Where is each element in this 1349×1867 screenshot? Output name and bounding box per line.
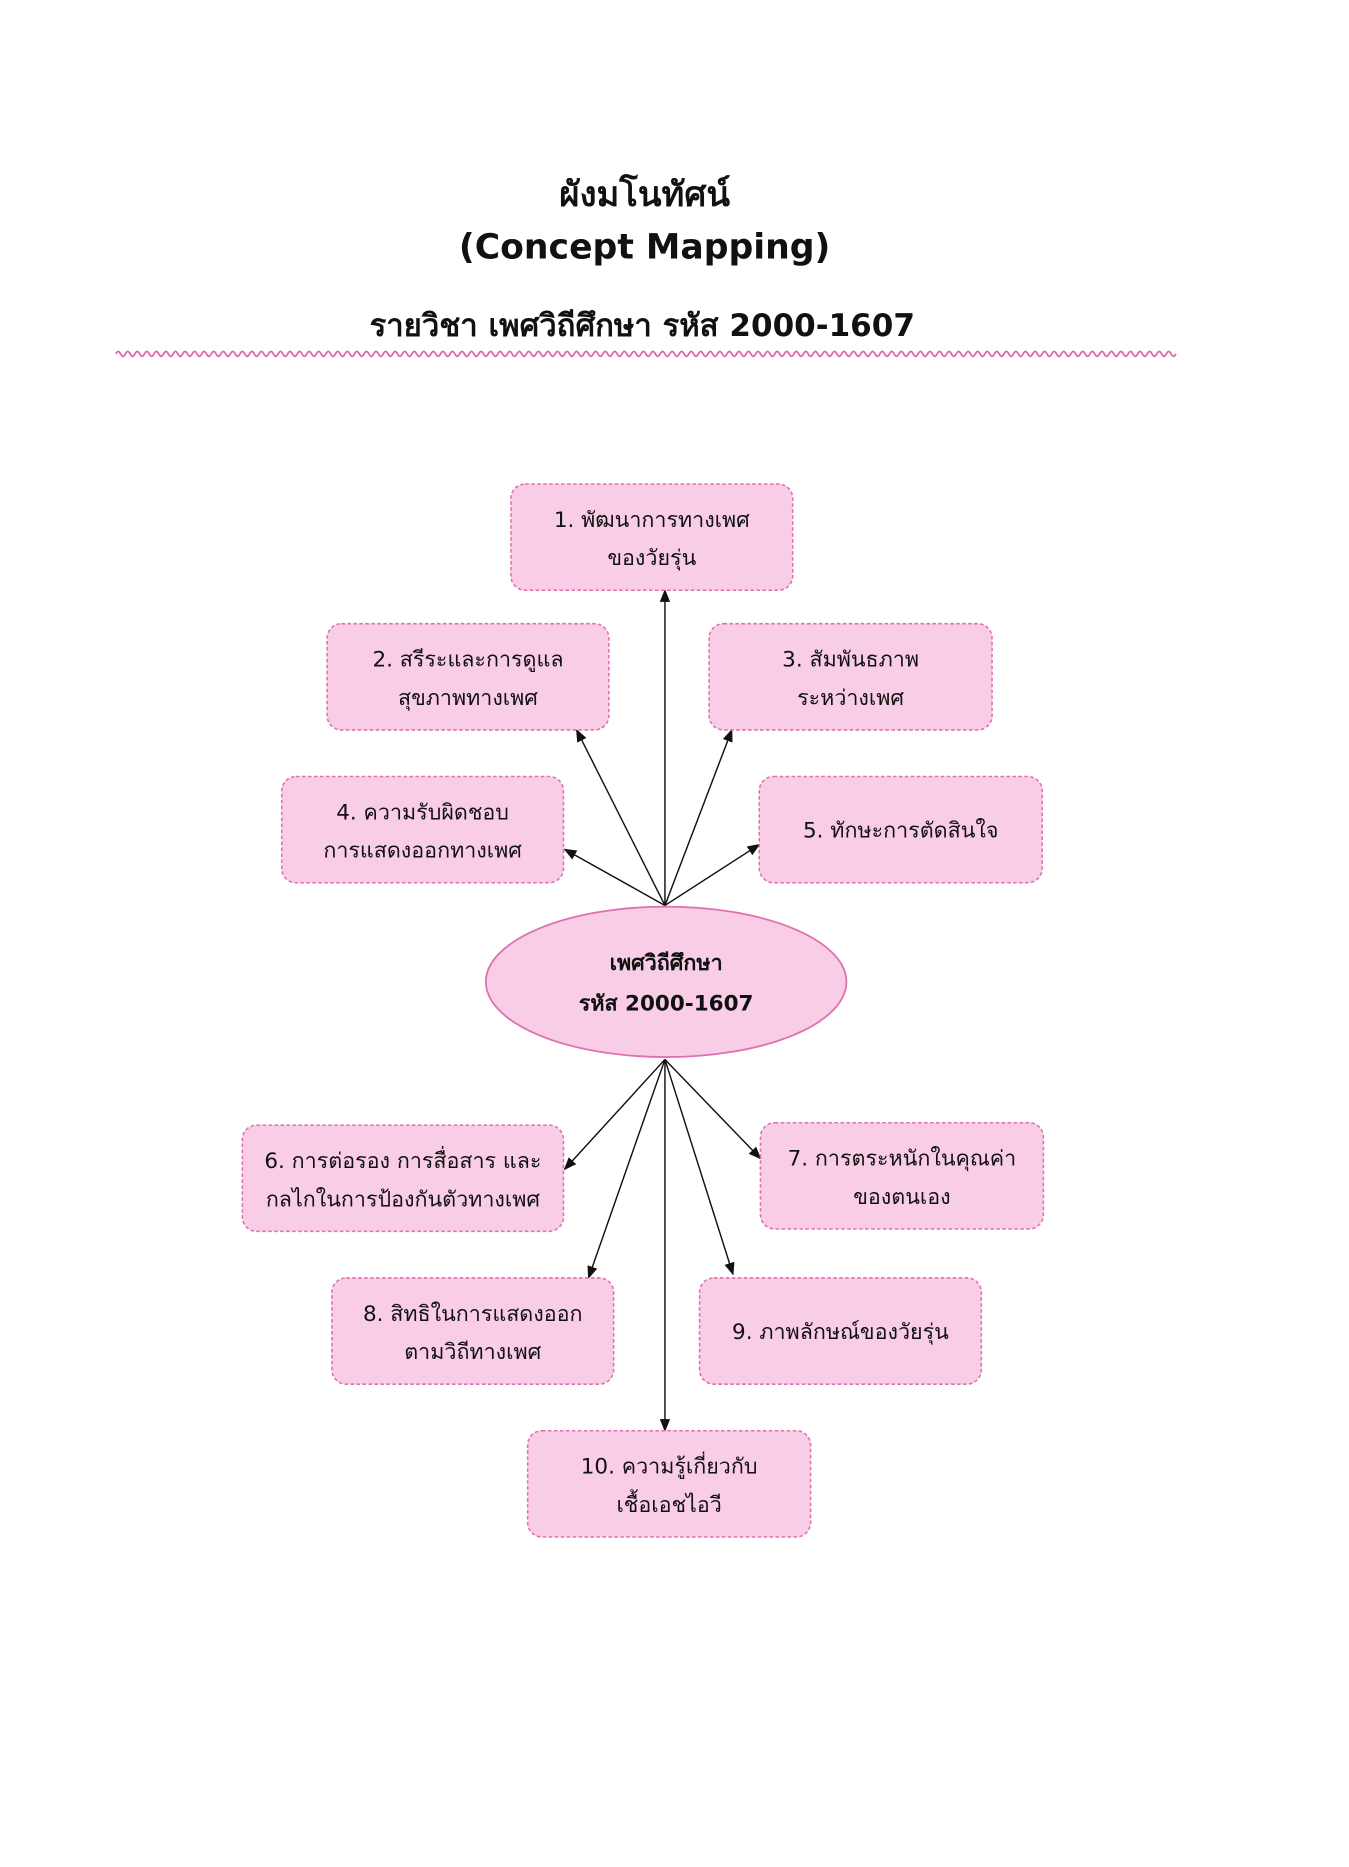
topic-box-2: 2. สรีระและการดูแลสุขภาพทางเพศ <box>326 622 610 731</box>
topic-label: 8. สิทธิในการแสดงออก <box>363 1301 583 1327</box>
arrow-to-topic-9 <box>664 1059 735 1276</box>
connector-lines <box>563 588 762 1433</box>
center-line1: เพศวิถีศึกษา <box>610 951 723 976</box>
topic-label: เชื้อเอชไอวี <box>616 1489 721 1518</box>
arrow-to-topic-2 <box>575 728 666 906</box>
arrow-to-topic-3 <box>664 728 733 906</box>
arrow-to-topic-8 <box>587 1059 666 1280</box>
arrow-to-topic-7 <box>664 1058 762 1160</box>
topic-label: 9. ภาพลักษณ์ของวัยรุ่น <box>732 1320 949 1345</box>
arrow-to-topic-5 <box>664 843 761 907</box>
center-line2: รหัส 2000-1607 <box>579 992 754 1017</box>
topic-label: การแสดงออกทางเพศ <box>323 839 522 864</box>
topic-label: 3. สัมพันธภาพ <box>782 648 919 673</box>
topic-box-10: 10. ความรู้เกี่ยวกับเชื้อเอชไอวี <box>526 1429 812 1538</box>
arrow-to-topic-4 <box>563 848 666 907</box>
topic-label: ของวัยรุ่น <box>607 546 696 571</box>
topic-label: 6. การต่อรอง การสื่อสาร และ <box>264 1146 541 1174</box>
topic-label: ตามวิถีทางเพศ <box>404 1340 541 1365</box>
topic-box-6: 6. การต่อรอง การสื่อสาร และกลไกในการป้อง… <box>241 1124 565 1233</box>
topic-label: สุขภาพทางเพศ <box>398 686 538 711</box>
topic-label: ของตนเอง <box>853 1185 950 1210</box>
topic-label: 5. ทักษะการตัดสินใจ <box>803 817 998 843</box>
arrow-to-topic-6 <box>563 1058 666 1171</box>
topic-label: 7. การตระหนักในคุณค่า <box>788 1146 1017 1172</box>
topic-label: 2. สรีระและการดูแล <box>372 648 563 673</box>
center-node: เพศวิถีศึกษา รหัส 2000-1607 <box>484 905 848 1058</box>
title-english: (Concept Mapping) <box>459 227 830 267</box>
topic-label: 10. ความรู้เกี่ยวกับ <box>581 1452 758 1480</box>
topic-label: 4. ความรับผิดชอบ <box>336 800 509 825</box>
title-thai: ผังมโนทัศน์ <box>559 173 730 215</box>
wavy-divider <box>114 350 1177 358</box>
topic-box-9: 9. ภาพลักษณ์ของวัยรุ่น <box>698 1277 983 1385</box>
subtitle: รายวิชา เพศวิถีศึกษา รหัส 2000-1607 <box>370 308 915 344</box>
topic-label: 1. พัฒนาการทางเพศ <box>554 508 750 533</box>
topic-label: กลไกในการป้องกันตัวทางเพศ <box>266 1186 541 1212</box>
topic-box-5: 5. ทักษะการตัดสินใจ <box>758 775 1043 884</box>
topic-label: ระหว่างเพศ <box>797 686 904 711</box>
